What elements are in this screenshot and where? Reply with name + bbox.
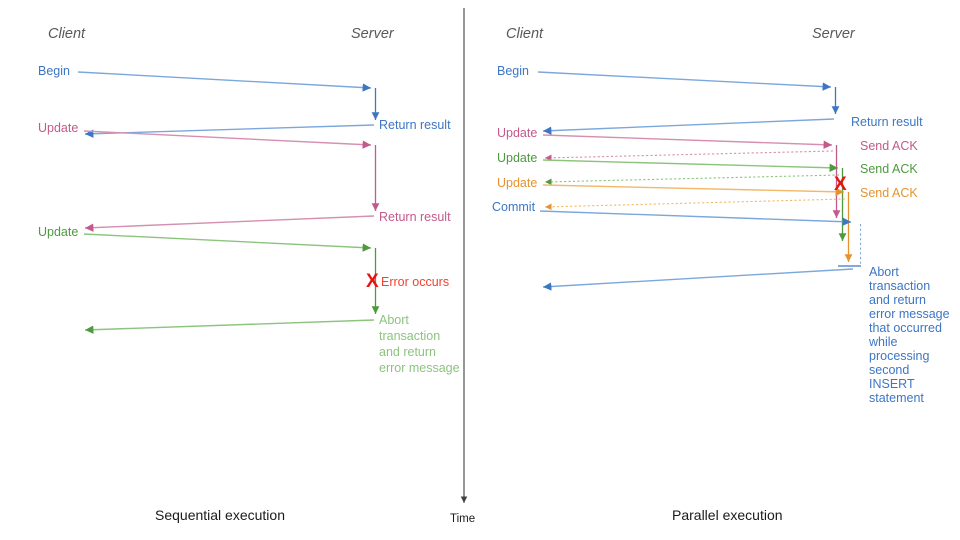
right-abort-line-6: processing — [869, 349, 929, 363]
left-reply-label-return-result-1: Return result — [379, 118, 451, 132]
right-msg-label-update-1: Update — [497, 126, 537, 140]
right-abort-block: Abort transaction and return error messa… — [868, 265, 950, 405]
left-arrow-update1-reply — [84, 215, 375, 232]
right-reply-label-send-ack-3: Send ACK — [860, 186, 918, 200]
right-reply-label-return-result: Return result — [851, 115, 923, 129]
right-abort-line-9: statement — [869, 391, 924, 405]
time-axis: Time — [450, 8, 475, 525]
right-abort-line-7: second — [869, 363, 909, 377]
right-msg-label-update-2: Update — [497, 151, 537, 165]
right-msg-label-update-3: Update — [497, 176, 537, 190]
right-panel-caption: Parallel execution — [672, 507, 783, 523]
left-msg-label-begin: Begin — [38, 64, 70, 78]
right-arrow-update1-ack — [544, 150, 834, 162]
left-abort-line-1: transaction — [379, 329, 440, 343]
right-lane-title-client: Client — [506, 26, 544, 42]
left-msg-label-update-2: Update — [38, 225, 78, 239]
right-error-marker: X — [834, 174, 847, 195]
right-arrow-abort-reply — [542, 268, 854, 291]
left-message-update-1: Update Return result — [38, 121, 451, 232]
left-message-update-2: Update — [38, 225, 380, 334]
left-panel-caption: Sequential execution — [155, 507, 285, 523]
right-arrow-begin-reply — [542, 118, 835, 135]
right-lane-title-server: Server — [812, 26, 856, 42]
left-abort-line-0: Abort — [379, 313, 409, 327]
left-error-marker: X Error occurs — [366, 271, 449, 292]
right-abort-line-8: INSERT — [869, 377, 915, 391]
right-message-begin: Begin Return result — [497, 64, 923, 135]
left-abort-line-3: error message — [379, 361, 460, 375]
error-x-icon: X — [834, 174, 847, 195]
right-abort-line-1: transaction — [869, 279, 930, 293]
right-abort-line-0: Abort — [869, 265, 899, 279]
right-arrow-update3-ack — [544, 198, 846, 211]
right-abort-line-5: while — [868, 335, 898, 349]
right-reply-label-send-ack-2: Send ACK — [860, 162, 918, 176]
left-arrow-update1-request — [83, 130, 372, 149]
right-message-commit: Commit — [492, 200, 862, 291]
right-panel: Client Server Begin Return result Update… — [492, 26, 950, 523]
right-arrow-update2-request — [542, 159, 839, 172]
right-abort-line-3: error message — [869, 307, 950, 321]
left-arrow-abort-reply — [84, 319, 375, 334]
left-arrow-begin-request — [77, 71, 372, 92]
left-abort-line-2: and return — [379, 345, 436, 359]
right-abort-line-2: and return — [869, 293, 926, 307]
left-arrow-update2-request — [83, 233, 372, 252]
left-lane-title-client: Client — [48, 26, 86, 42]
error-x-icon: X — [366, 271, 379, 292]
right-reply-label-send-ack-1: Send ACK — [860, 139, 918, 153]
right-arrow-begin-request — [537, 71, 832, 91]
right-abort-line-4: that occurred — [869, 321, 942, 335]
left-error-label: Error occurs — [381, 275, 449, 289]
right-message-update-2: Update Send ACK — [497, 151, 918, 241]
left-arrow-begin-reply — [84, 124, 375, 138]
right-arrow-update1-request — [542, 134, 833, 149]
right-msg-label-begin: Begin — [497, 64, 529, 78]
left-panel: Client Server Begin Return result Update… — [38, 26, 460, 523]
left-message-begin: Begin Return result — [38, 64, 451, 138]
right-msg-label-commit: Commit — [492, 200, 536, 214]
right-arrow-update2-ack — [544, 174, 840, 186]
right-message-update-1: Update Send ACK — [497, 126, 918, 218]
right-arrow-commit-request — [539, 210, 852, 226]
right-arrow-update3-request — [542, 184, 845, 197]
left-lane-title-server: Server — [351, 26, 395, 42]
time-axis-label: Time — [450, 513, 475, 525]
left-reply-label-return-result-2: Return result — [379, 210, 451, 224]
left-abort-block: Abort transaction and return error messa… — [379, 313, 460, 375]
left-msg-label-update-1: Update — [38, 121, 78, 135]
right-message-update-3: Update Send ACK — [497, 176, 918, 262]
